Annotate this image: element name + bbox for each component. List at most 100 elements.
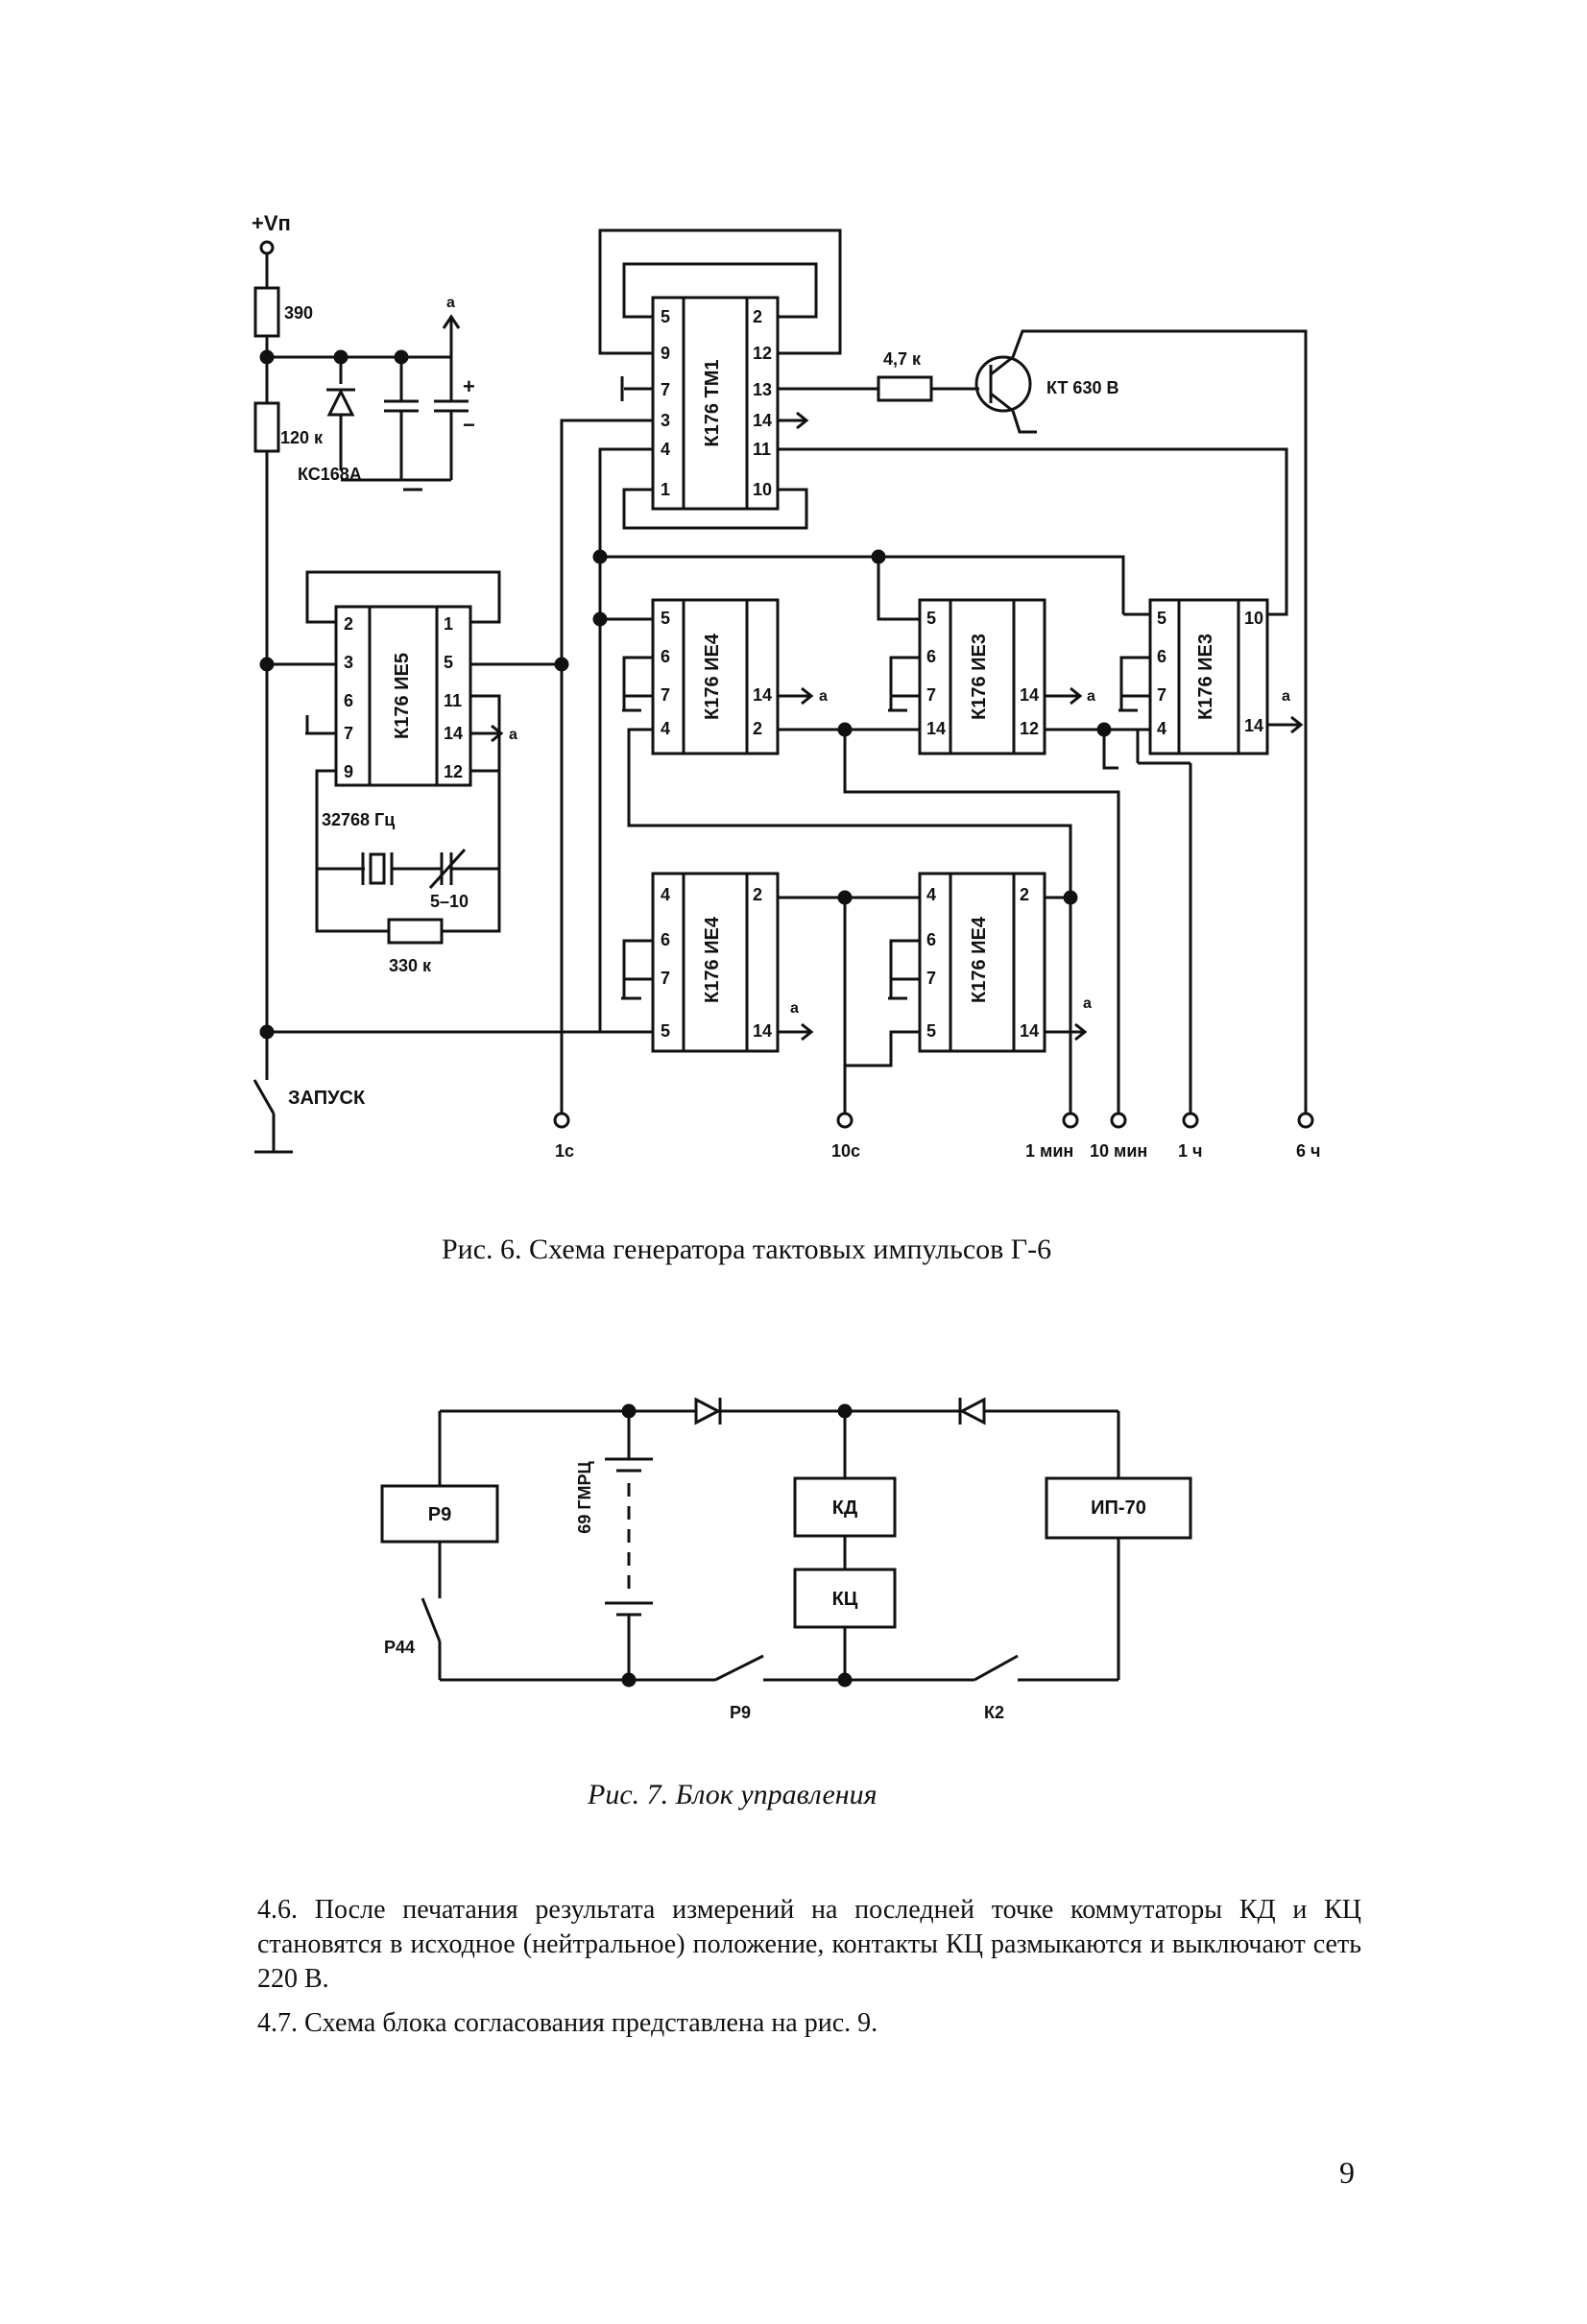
svg-text:5: 5: [926, 609, 936, 628]
svg-text:7: 7: [661, 380, 670, 399]
r120k-label: 120 к: [280, 428, 324, 447]
svg-text:Р9: Р9: [730, 1703, 751, 1722]
diode-1: [694, 1397, 722, 1426]
svg-text:7: 7: [926, 685, 936, 705]
svg-text:11: 11: [753, 440, 771, 459]
chip-k176-ie5: К176 ИЕ5 2 3 6 7 9 1 5 11 14 12: [334, 605, 472, 787]
svg-text:КЦ: КЦ: [832, 1589, 858, 1610]
svg-text:3: 3: [344, 653, 353, 672]
chip-k176-tm1: К176 ТМ1 5 9 7 3 4 1 2 12 13 14 11 10: [651, 296, 780, 511]
svg-text:а: а: [790, 1000, 799, 1017]
svg-text:14: 14: [444, 724, 463, 743]
svg-text:КД: КД: [832, 1497, 857, 1519]
svg-text:12: 12: [444, 762, 463, 781]
svg-text:5: 5: [1157, 609, 1166, 628]
svg-text:−: −: [463, 413, 475, 437]
resistor-120k: [253, 401, 280, 453]
svg-text:6: 6: [1157, 647, 1166, 666]
chip-label-tm1: К176 ТМ1: [702, 359, 723, 446]
chip-label-ie4-b: К176 ИЕ4: [702, 916, 723, 1003]
svg-text:11: 11: [444, 691, 462, 710]
svg-text:6: 6: [661, 647, 670, 666]
svg-text:9: 9: [344, 762, 353, 781]
chip-k176-ie3-b: К176 ИЕ3 5 6 7 4 10 14: [1148, 598, 1269, 755]
svg-text:6: 6: [926, 930, 936, 949]
svg-text:330 к: 330 к: [389, 956, 432, 975]
svg-text:а: а: [1083, 995, 1092, 1012]
switch-p9: [714, 1654, 764, 1682]
svg-text:5: 5: [661, 1021, 670, 1041]
svg-text:Р9: Р9: [428, 1504, 451, 1525]
output-10s: 10с: [831, 1141, 860, 1161]
svg-text:14: 14: [1020, 1021, 1039, 1041]
svg-text:а: а: [819, 688, 828, 705]
quartz-crystal: [369, 852, 386, 885]
output-1s: 1с: [555, 1141, 574, 1161]
svg-text:а: а: [1282, 688, 1290, 705]
start-switch: [252, 1079, 276, 1114]
svg-text:ИП-70: ИП-70: [1091, 1497, 1146, 1519]
output-1min: 1 мин: [1025, 1141, 1073, 1161]
svg-text:+: +: [463, 374, 475, 398]
svg-text:14: 14: [753, 685, 772, 705]
svg-text:4: 4: [661, 440, 670, 459]
chip-k176-ie3-a: К176 ИЕ3 5 6 7 14 14 12: [918, 598, 1046, 755]
switch-p44: [421, 1597, 442, 1642]
svg-text:5: 5: [926, 1021, 936, 1041]
svg-text:2: 2: [753, 885, 762, 904]
chip-k176-ie4-b: К176 ИЕ4 4 6 7 5 2 14: [651, 872, 780, 1053]
transistor-label: КТ 630 В: [1046, 378, 1118, 397]
svg-text:а: а: [446, 295, 455, 311]
svg-text:1: 1: [444, 614, 453, 634]
svg-text:10: 10: [753, 480, 772, 499]
svg-text:2: 2: [1020, 885, 1029, 904]
zener-capacitor-section: КС168А + − а: [267, 295, 475, 491]
r390-label: 390: [284, 303, 313, 323]
svg-text:7: 7: [1157, 685, 1166, 705]
svg-text:7: 7: [661, 685, 670, 705]
svg-text:9: 9: [661, 344, 670, 363]
svg-text:2: 2: [344, 614, 353, 634]
chip-label-ie4-c: К176 ИЕ4: [969, 916, 990, 1003]
resistor-4-7k: [877, 375, 933, 402]
svg-text:Р44: Р44: [384, 1638, 415, 1657]
chip-k176-ie4-c: К176 ИЕ4 4 6 7 5 2 14: [918, 872, 1046, 1053]
resistor-330k: [387, 918, 444, 945]
svg-text:3: 3: [661, 411, 670, 430]
chip-label-ie3-b: К176 ИЕ3: [1195, 634, 1216, 720]
supply-section: +Vп 390 120 к ЗАПУСК: [252, 211, 366, 1154]
zener-diode: [326, 388, 355, 417]
switch-k2: [974, 1654, 1019, 1682]
svg-text:6: 6: [926, 647, 936, 666]
svg-text:12: 12: [1020, 719, 1039, 738]
svg-text:10: 10: [1244, 609, 1263, 628]
svg-text:14: 14: [926, 719, 946, 738]
supply-label: +Vп: [252, 211, 291, 235]
chip-label-ie5: К176 ИЕ5: [392, 653, 413, 739]
relay-p9-box: [380, 1484, 499, 1544]
svg-text:7: 7: [344, 724, 353, 743]
svg-text:12: 12: [753, 344, 772, 363]
svg-text:4: 4: [926, 885, 936, 904]
quartz-label: 32768 Гц: [322, 810, 395, 829]
resistor-390: [253, 286, 280, 338]
svg-text:5: 5: [444, 653, 453, 672]
svg-text:4,7 к: 4,7 к: [883, 349, 922, 369]
svg-text:14: 14: [753, 1021, 772, 1041]
output-10min: 10 мин: [1090, 1141, 1147, 1161]
svg-text:4: 4: [661, 885, 670, 904]
svg-text:1: 1: [661, 480, 670, 499]
output-6h: 6 ч: [1296, 1141, 1320, 1161]
output-1h: 1 ч: [1178, 1141, 1202, 1161]
paragraph-4-7: 4.7. Схема блока согласования представле…: [257, 2008, 878, 2038]
figure-7-schematic: Р9 Р44 Р9 К2 69 ГМРЦ КД КЦ ИП-70: [380, 1397, 1192, 1722]
svg-text:5: 5: [661, 307, 670, 326]
battery-label: 69 ГМРЦ: [575, 1460, 594, 1533]
chip-label-ie4-a: К176 ИЕ4: [702, 633, 723, 720]
svg-text:6: 6: [344, 691, 353, 710]
svg-text:а: а: [509, 727, 517, 743]
start-label: ЗАПУСК: [288, 1088, 366, 1109]
svg-text:14: 14: [753, 411, 772, 430]
page-number: 9: [1339, 2155, 1355, 2190]
